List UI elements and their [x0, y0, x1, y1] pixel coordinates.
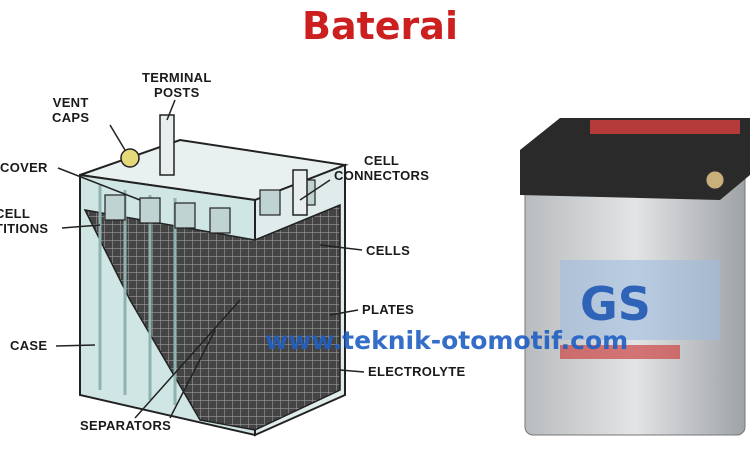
cutaway-battery [79, 114, 349, 437]
brand-logo: GS [580, 277, 651, 331]
label-plates: PLATES [362, 302, 415, 317]
label-cover: COVER [0, 160, 48, 175]
watermark: www.teknik-otomotif.com [265, 326, 629, 355]
label-case: CASE [10, 338, 48, 353]
label-line: CONNECTORS [334, 168, 430, 183]
terminal-post [159, 114, 175, 176]
label-line: CELL [364, 153, 400, 168]
label-vent-caps: VENT CAPS [52, 95, 89, 125]
label-cell-connectors: CELL CONNECTORS [334, 153, 429, 183]
label-electrolyte: ELECTROLYTE [368, 364, 466, 379]
label-line: CAPS [52, 110, 90, 125]
label-cells: CELLS [366, 243, 411, 258]
label-line: TERMINAL [142, 70, 212, 85]
vent-cap [120, 148, 140, 168]
page-title: Baterai [302, 4, 458, 48]
label-line: VENT [52, 95, 89, 110]
label-line: TITIONS [0, 221, 49, 236]
leader-lines [55, 99, 365, 419]
label-separators: SEPARATORS [80, 418, 172, 433]
label-cell-partitions: CELL TITIONS [0, 206, 48, 236]
label-terminal-posts: TERMINAL POSTS [142, 70, 212, 100]
label-line: CELL [0, 206, 31, 221]
battery-photo: GS [520, 118, 750, 436]
label-line: POSTS [153, 85, 200, 100]
terminal-post [292, 169, 308, 216]
